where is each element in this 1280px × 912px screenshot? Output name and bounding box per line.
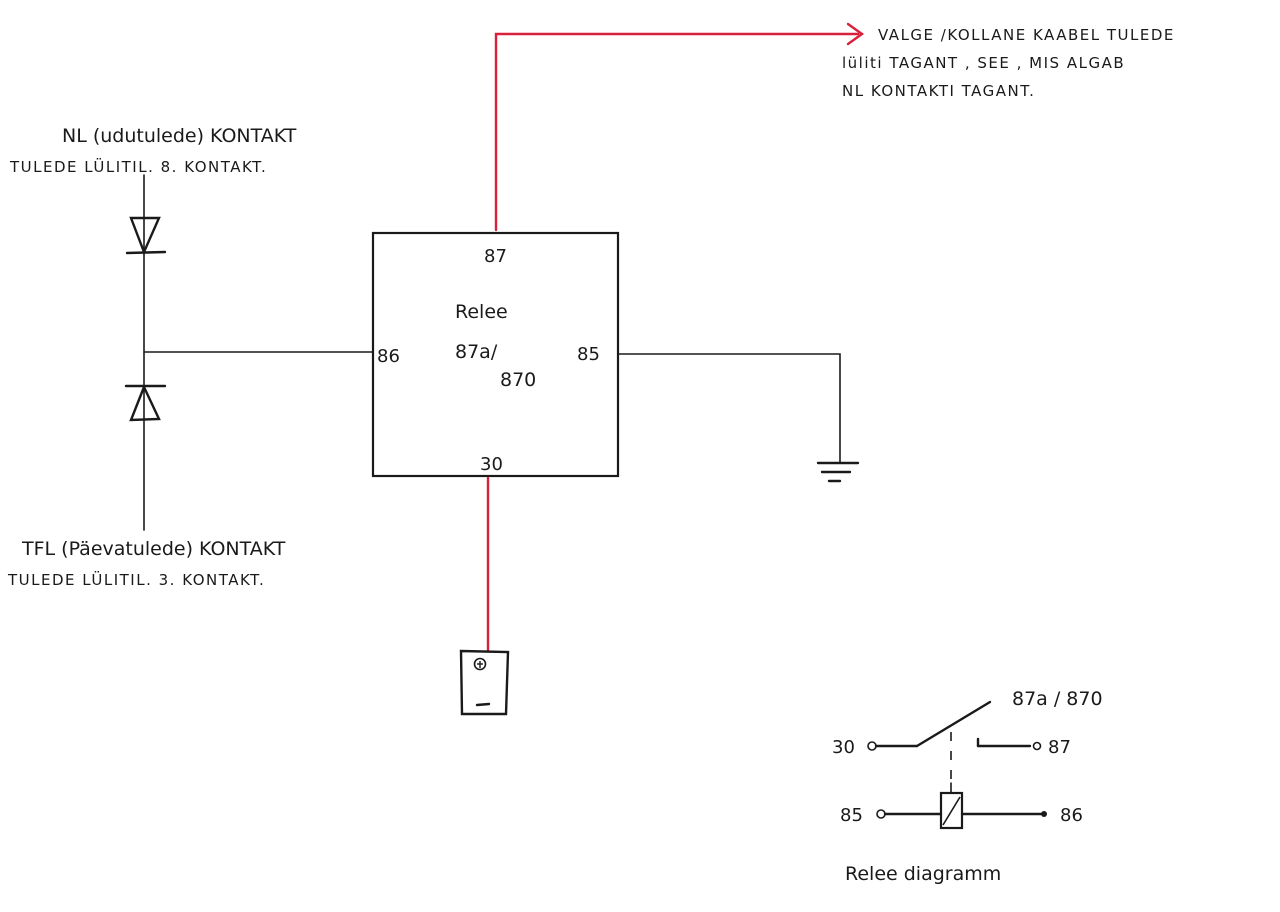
- relay-pin-85: 85: [577, 344, 600, 365]
- output-note-line-3: NL KONTAKTI TAGANT.: [842, 82, 1035, 100]
- switch-contact-icon: [915, 700, 992, 748]
- wire-to-ground: [617, 353, 841, 463]
- diode-tfl-icon: [124, 383, 167, 422]
- output-note-line-1: VALGE /KOLLANE KAABEL TULEDE: [878, 26, 1175, 44]
- battery-icon: [459, 649, 510, 716]
- output-wire-line: [494, 32, 860, 232]
- relay-pin-30: 30: [480, 454, 503, 475]
- output-note: VALGE /KOLLANE KAABEL TULEDE lüliti TAGA…: [842, 26, 1175, 100]
- schematic-pin-87: 87: [1048, 737, 1071, 758]
- arrow-head-icon: [846, 22, 865, 46]
- coil-icon: [939, 791, 964, 830]
- relay-pin-86: 86: [377, 346, 400, 367]
- terminal-86-icon: [1041, 811, 1047, 817]
- schematic-switch-label: 87a / 870: [1012, 688, 1103, 710]
- nl-note-line-1: NL (udutulede) KONTAKT: [62, 125, 297, 147]
- nl-note-line-2: TULEDE LÜLITIL. 8. KONTAKT.: [9, 157, 267, 176]
- schematic-pin-30: 30: [832, 737, 855, 758]
- tfl-note-line-1: TFL (Päevatulede) KONTAKT: [21, 538, 286, 560]
- relay-schematic: 87a / 870 30 87 85 86 Relee diagramm: [832, 688, 1103, 885]
- relay-title: Relee: [455, 301, 508, 323]
- schematic-pin-86: 86: [1060, 805, 1083, 826]
- relay-pin-87: 87: [484, 246, 507, 267]
- diode-nl-icon: [125, 216, 167, 256]
- power-supply: [459, 476, 510, 716]
- ground-icon: [816, 461, 860, 483]
- relay-center-870: 870: [500, 369, 536, 391]
- ground-connection: [617, 353, 860, 483]
- relay-box: 87 Relee 86 85 87a/ 870 30: [371, 231, 620, 478]
- tfl-note-line-2: TULEDE LÜLITIL. 3. KONTAKT.: [7, 570, 265, 589]
- diode-bus: [124, 174, 373, 531]
- output-wire: [494, 22, 865, 232]
- schematic-pin-85: 85: [840, 805, 863, 826]
- output-note-line-2: lüliti TAGANT , SEE , MIS ALGAB: [842, 54, 1125, 72]
- schematic-caption: Relee diagramm: [845, 863, 1001, 885]
- nl-contact-note: NL (udutulede) KONTAKT TULEDE LÜLITIL. 8…: [9, 125, 297, 176]
- tfl-contact-note: TFL (Päevatulede) KONTAKT TULEDE LÜLITIL…: [7, 538, 286, 589]
- relay-center-87a: 87a/: [455, 341, 498, 363]
- terminal-87-icon: [1032, 741, 1042, 751]
